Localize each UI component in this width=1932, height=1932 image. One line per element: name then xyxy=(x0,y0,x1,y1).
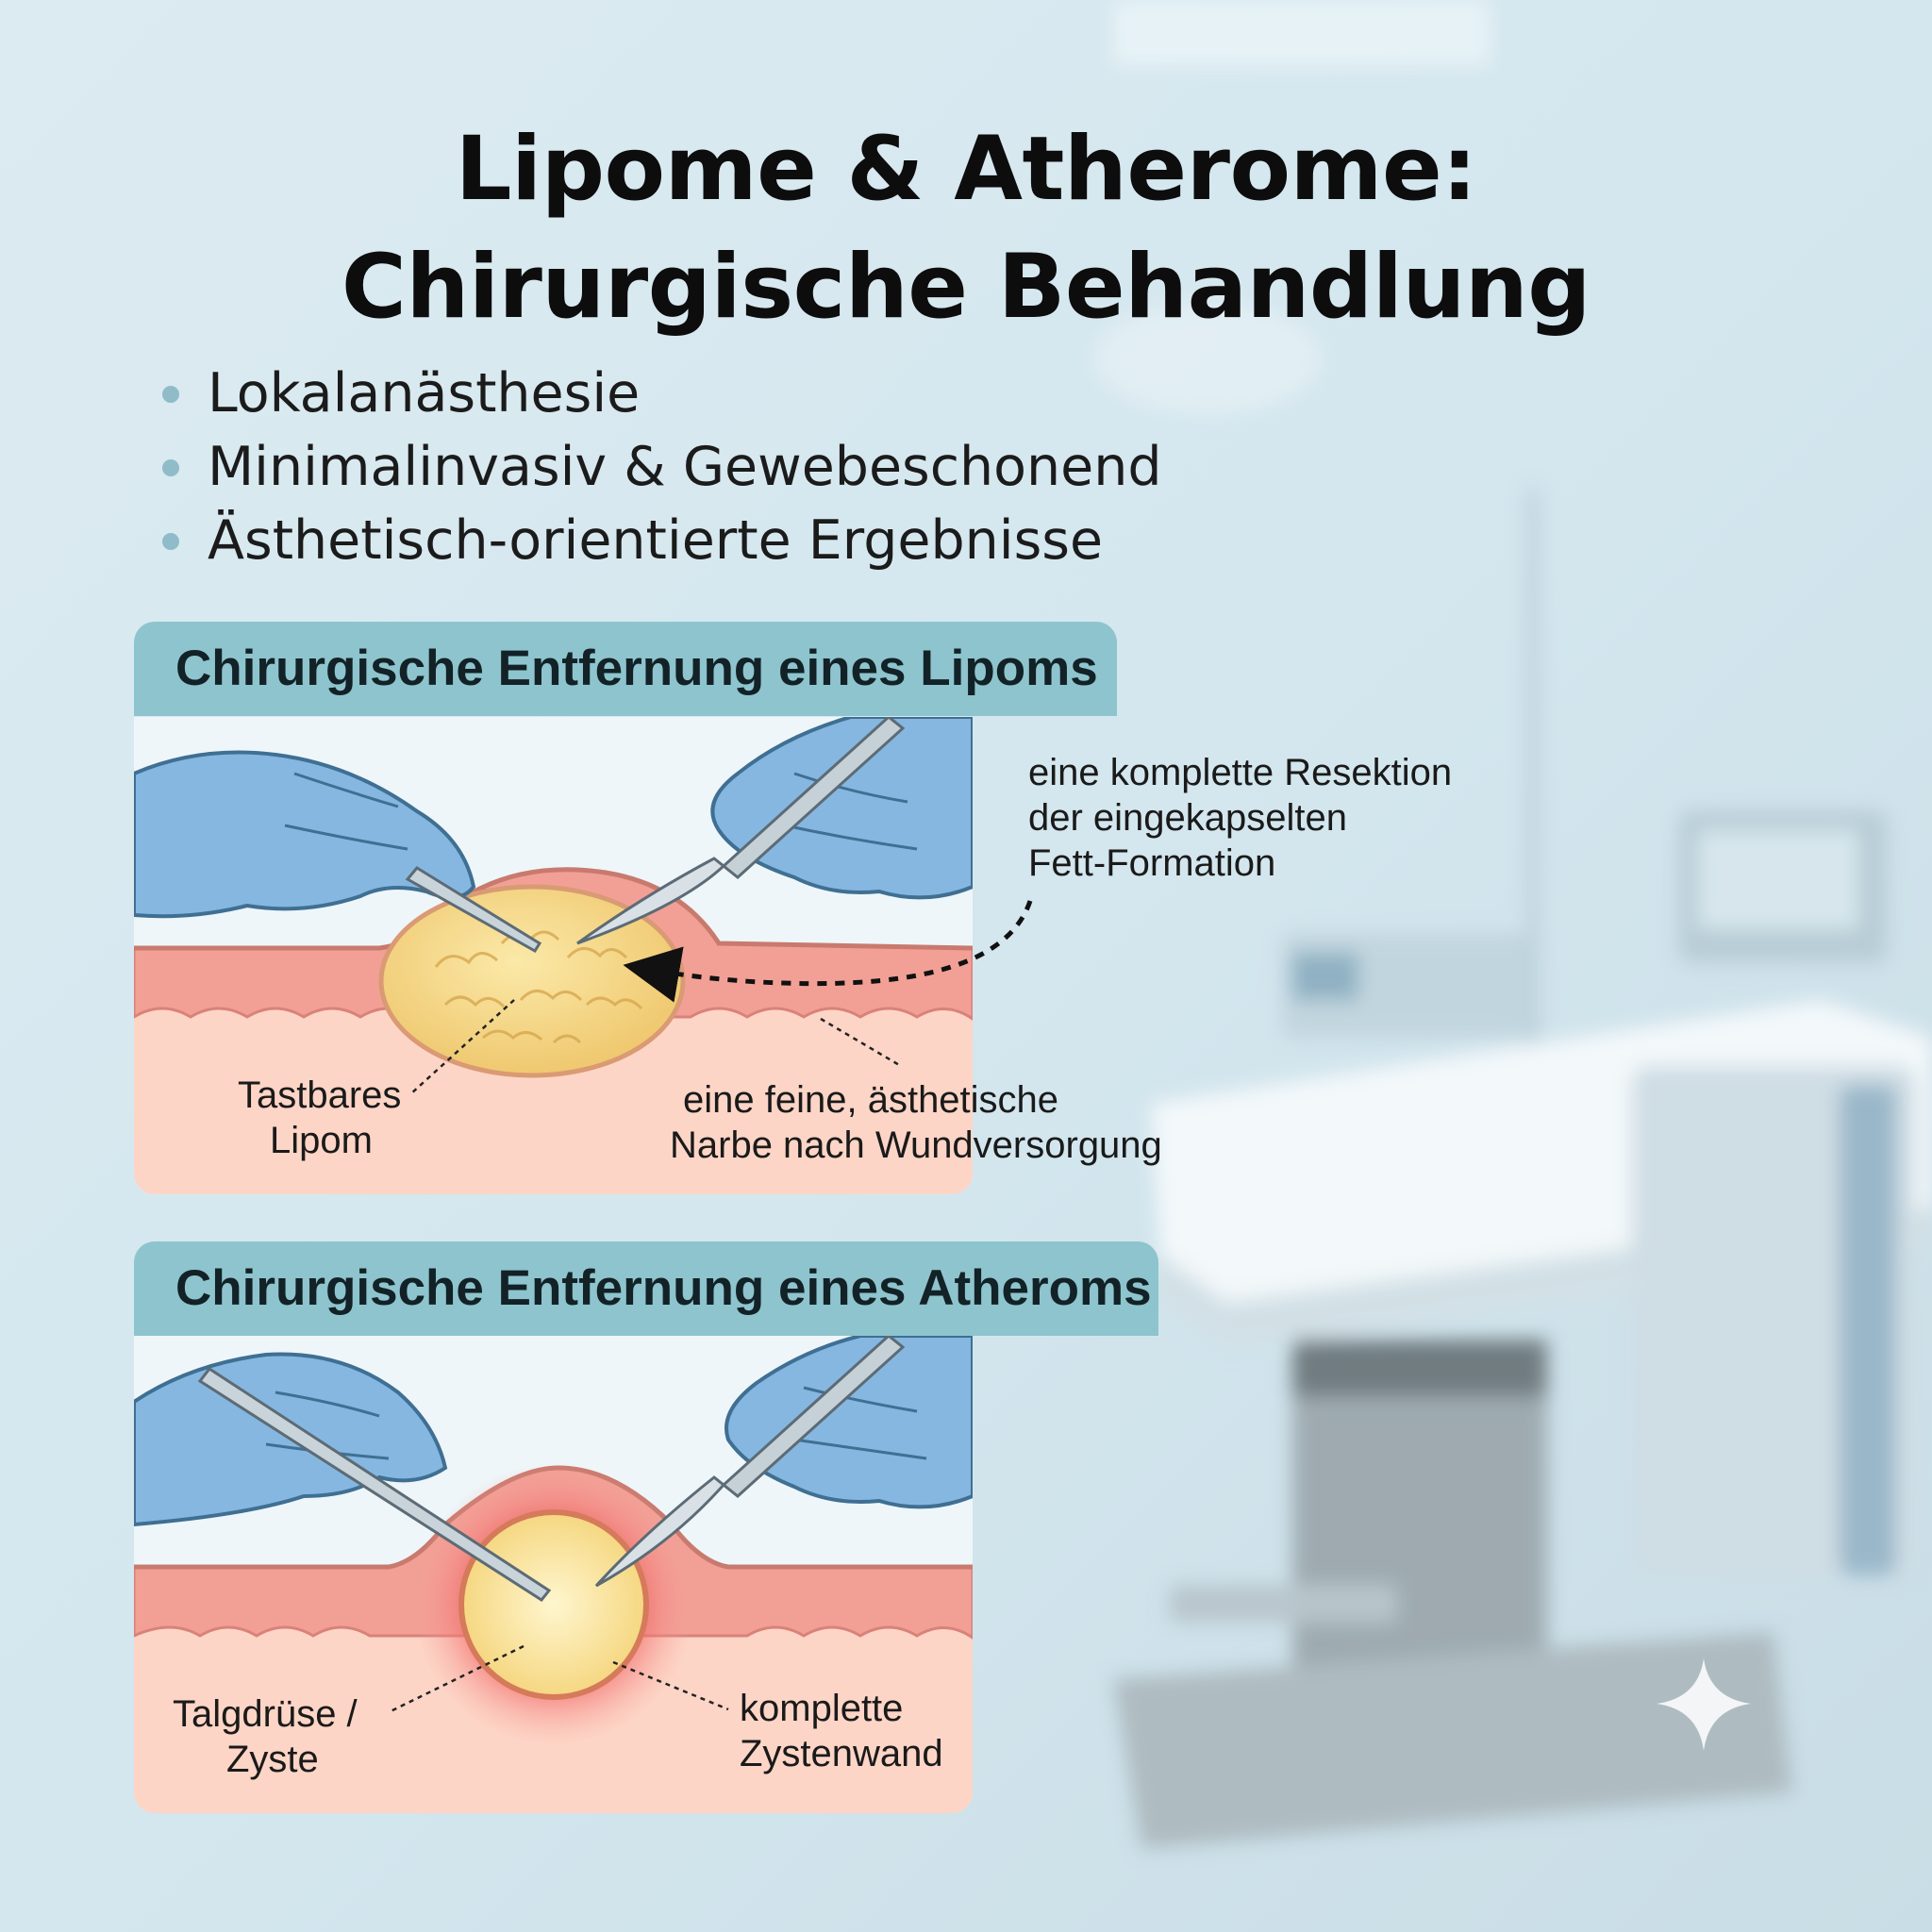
atherom-illustration-panel xyxy=(134,1336,973,1813)
cyst-wall-label-line-2: Zystenwand xyxy=(740,1733,943,1774)
lipom-label-line-2: Lipom xyxy=(270,1120,373,1161)
lipom-label-line-1: Tastbares xyxy=(238,1074,402,1116)
benefit-item: Ästhetisch-orientierte Ergebnisse xyxy=(158,504,1162,577)
subcutis-layer xyxy=(134,996,973,1194)
scalpel-icon xyxy=(721,717,906,879)
cyst-wall xyxy=(458,1509,649,1700)
benefit-item: Lokalanästhesie xyxy=(158,357,1162,430)
lipom-section-tab: Chirurgische Entfernung eines Lipoms xyxy=(134,622,1117,716)
sparkle-icon xyxy=(1657,1658,1751,1751)
wall-leader xyxy=(612,1660,729,1711)
lipom-illustration-panel xyxy=(134,717,973,1194)
scar-annotation-line-2: Narbe nach Wundversorgung xyxy=(670,1124,1162,1166)
gland-label-line-2: Zyste xyxy=(226,1739,319,1780)
bullet-dot-icon xyxy=(162,386,179,403)
bullet-dot-icon xyxy=(162,459,179,476)
resection-annotation-line-3: Fett-Formation xyxy=(1028,842,1276,884)
resection-arrow xyxy=(623,900,1033,1003)
lipom-section-heading: Chirurgische Entfernung eines Lipoms xyxy=(175,641,1098,696)
scar-annotation-line-1: eine feine, ästhetische xyxy=(683,1079,1059,1121)
resection-annotation-line-2: der eingekapselten xyxy=(1028,797,1348,839)
lipom-illustration xyxy=(134,717,973,1194)
cyst-wall-label-line-1: komplette xyxy=(740,1688,904,1729)
page-title-line-2: Chirurgische Behandlung xyxy=(341,236,1591,339)
benefit-text: Ästhetisch-orientierte Ergebnisse xyxy=(208,509,1104,572)
gland-leader xyxy=(388,1644,525,1714)
scar-leader xyxy=(820,1017,902,1068)
atherom-illustration xyxy=(134,1336,973,1813)
forceps-icon xyxy=(405,866,542,954)
gland-label-line-1: Talgdrüse / xyxy=(173,1693,358,1735)
resection-annotation-line-1: eine komplette Resektion xyxy=(1028,752,1453,793)
lipom-leader xyxy=(409,999,515,1095)
scalpel-icon xyxy=(721,1336,906,1498)
benefit-list: Lokalanästhesie Minimalinvasiv & Gewebes… xyxy=(158,357,1162,577)
atherom-section-heading: Chirurgische Entfernung eines Atheroms xyxy=(175,1260,1152,1316)
page-title-line-1: Lipome & Atherome: xyxy=(455,118,1477,221)
bullet-dot-icon xyxy=(162,533,179,550)
benefit-text: Lokalanästhesie xyxy=(208,362,641,425)
benefit-item: Minimalinvasiv & Gewebeschonend xyxy=(158,430,1162,504)
atherom-section-tab: Chirurgische Entfernung eines Atheroms xyxy=(134,1241,1158,1336)
benefit-text: Minimalinvasiv & Gewebeschonend xyxy=(208,436,1162,498)
forceps-icon xyxy=(197,1366,552,1602)
